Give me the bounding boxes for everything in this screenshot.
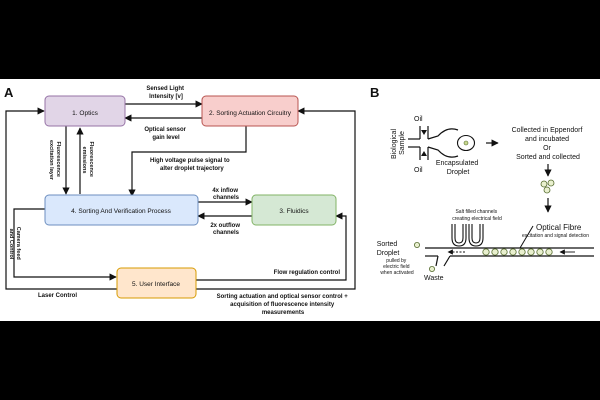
sorting-channel — [425, 247, 594, 267]
label-high-voltage: High voltage pulse signal to alter dropl… — [150, 158, 231, 172]
label-flow-regulation: Flow regulation control — [274, 270, 341, 276]
waste-droplet-icon — [428, 265, 435, 272]
box-fluidics: 3. Fluidics — [251, 194, 337, 226]
label-optical-fibre: Optical Fibre — [536, 223, 582, 232]
arrow-flow-regulation — [196, 212, 347, 281]
encapsulated-droplet-icon — [456, 134, 476, 152]
label-biological-sample: Biological Sample — [391, 127, 406, 159]
box-optics: 1. Optics — [44, 95, 126, 127]
label-excitation-layer: Fluorescence excitation layer — [48, 140, 61, 181]
sorted-droplet-icon — [413, 241, 420, 248]
salt-electrodes — [451, 224, 484, 247]
label-sensed-light: Sensed Light Intensity [v] — [146, 86, 185, 100]
label-collected: Collected in Eppendorf and incubated Or … — [512, 127, 585, 161]
box-optics-label: 1. Optics — [72, 110, 98, 117]
box-sorting-label: 4. Sorting And Verification Process — [71, 208, 171, 215]
label-actuation-sensor-control: Sorting actuation and optical sensor con… — [217, 294, 350, 316]
label-outflow: 2x outflow channels — [210, 223, 241, 236]
panel-a-label: A — [4, 85, 14, 100]
arrow-camera-feed — [13, 208, 117, 281]
box-sorting-actuation: 2. Sorting Actuation Circuitry — [201, 95, 299, 127]
box-actuation-label: 2. Sorting Actuation Circuitry — [209, 110, 292, 117]
label-gain-level: Optical sensor gain level — [144, 127, 187, 141]
channel-droplets — [482, 248, 553, 256]
droplet-junction — [408, 126, 459, 160]
junction-arrows — [421, 130, 427, 156]
label-waste: Waste — [424, 275, 444, 282]
label-pulled-by: pulled by electric field when activated — [380, 258, 414, 276]
fibre-pointer — [519, 225, 534, 249]
label-encapsulated-droplet: Encapsulated Droplet — [436, 160, 480, 176]
panel-a-connectors — [5, 100, 356, 290]
label-sorted-droplet: Sorted Droplet — [377, 241, 400, 257]
label-salt-channels: Salt filled channels creating electrical… — [452, 209, 502, 222]
arrow-actuation-to-sorting — [128, 126, 247, 197]
label-camera-feed: Camera feed and Control — [8, 227, 21, 262]
label-inflow: 4x inflow channels — [212, 188, 239, 201]
arrow-actuation-control — [196, 107, 356, 290]
box-user-interface: 5. User Interface — [116, 267, 197, 299]
box-fluidics-label: 3. Fluidics — [279, 208, 309, 215]
label-fluorescence-emissions: Fluorescence emissions — [81, 142, 94, 179]
arrow-laser-control — [5, 107, 118, 290]
label-oil-bottom: Oil — [414, 167, 423, 174]
label-excitation-detection: excitation and signal detection — [522, 233, 589, 239]
panel-b-label: B — [370, 85, 379, 100]
label-laser-control: Laser Control — [38, 293, 77, 299]
label-oil-top: Oil — [414, 116, 423, 123]
droplet-cluster-icon — [540, 179, 555, 194]
box-ui-label: 5. User Interface — [132, 281, 180, 288]
box-sorting-verification: 4. Sorting And Verification Process — [44, 194, 199, 226]
